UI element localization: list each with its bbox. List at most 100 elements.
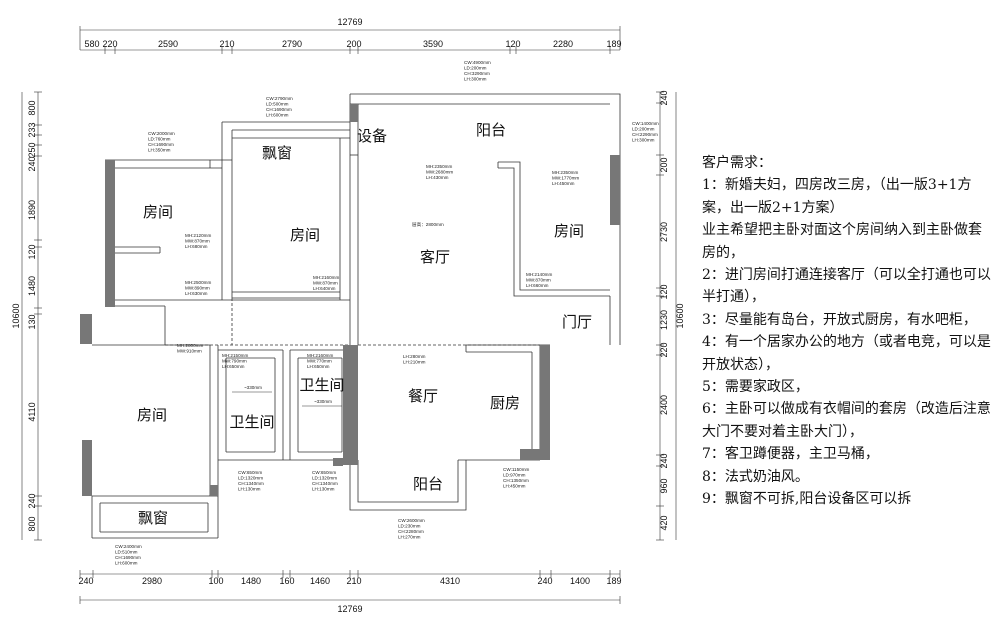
note-ceiling-height: 层高：2800mm <box>412 221 444 228</box>
dim-left-10: 240 <box>27 493 37 508</box>
dim-total-bottom: 12769 <box>337 604 362 614</box>
dim-left-3: 250 <box>27 142 37 157</box>
dim-right-5: 1230 <box>659 310 669 330</box>
dim-top-8: 120 <box>505 39 520 49</box>
requirement-line-8: 7：客卫蹲便器，主卫马桶， <box>702 446 879 463</box>
dim-left-2: 233 <box>27 122 37 137</box>
wall-outlines <box>91 93 621 539</box>
dimension-labels-bottom: 240 2980 100 1480 160 1460 210 4310 240 … <box>78 576 621 614</box>
dim-top-9: 2280 <box>553 39 573 49</box>
dim-right-4: 120 <box>659 284 669 299</box>
room-bedroom-upper-left: 房间 <box>143 204 173 221</box>
dim-left-7: 1480 <box>27 276 37 296</box>
dim-bottom-2: 2980 <box>142 576 162 586</box>
room-equipment: 设备 <box>357 128 387 145</box>
room-bathroom-left: 卫生间 <box>229 414 274 431</box>
room-bedroom-middle: 房间 <box>290 227 320 244</box>
client-requirements: 客户需求： 1：新婚夫妇，四房改三房，（出一版3+1方案，出一版2+1方案） 业… <box>702 152 994 511</box>
dim-bottom-11: 189 <box>606 576 621 586</box>
room-living: 客厅 <box>420 249 450 266</box>
room-balcony-top: 阳台 <box>476 122 506 139</box>
dimension-labels-right: 240 200 2730 120 1230 220 2400 240 960 4… <box>659 90 685 530</box>
note-floor-drop-1: ~330mm <box>244 385 262 390</box>
room-bedroom-right: 房间 <box>554 223 584 240</box>
dim-top-4: 210 <box>219 39 234 49</box>
dim-right-10: 420 <box>659 515 669 530</box>
requirement-line-7: 6：主卧可以做成有衣帽间的套房（改造后注意大门不要对着主卧大门）， <box>702 401 991 440</box>
dim-left-6: 120 <box>27 244 37 259</box>
dim-bottom-9: 240 <box>537 576 552 586</box>
dim-bottom-3: 100 <box>208 576 223 586</box>
dim-left-1: 800 <box>27 100 37 115</box>
dim-left-9: 4110 <box>27 402 37 421</box>
requirement-line-4: 3：尽量能有岛台，开放式厨房，有水吧柜， <box>702 311 977 328</box>
dim-right-7: 2400 <box>659 395 669 415</box>
room-kitchen: 厨房 <box>490 395 520 412</box>
structural-walls <box>80 104 620 496</box>
dim-right-6: 220 <box>659 342 669 357</box>
dim-right-1: 240 <box>659 90 669 105</box>
requirement-line-9: 8：法式奶油风。 <box>702 468 809 485</box>
room-bathroom-middle: 卫生间 <box>299 377 344 394</box>
dim-left-5: 1890 <box>27 200 37 220</box>
requirement-line-2: 业主希望把主卧对面这个房间纳入到主卧做套房的， <box>702 222 982 261</box>
requirements-title: 客户需求： <box>702 155 772 171</box>
dim-bottom-8: 4310 <box>440 576 460 586</box>
dim-bottom-5: 160 <box>279 576 294 586</box>
dim-top-2: 220 <box>102 39 117 49</box>
requirement-line-6: 5：需要家政区， <box>702 379 809 396</box>
dim-total-top: 12769 <box>337 17 362 27</box>
room-labels: 飘窗 房间 房间 客厅 设备 阳台 房间 门厅 房间 卫生间 卫生间 餐厅 厨房… <box>137 122 592 527</box>
room-master-bedroom: 房间 <box>137 407 167 424</box>
dim-right-8: 240 <box>659 453 669 468</box>
note-floor-drop-2: ~330mm <box>314 399 332 404</box>
room-bay-window-top: 飘窗 <box>262 144 292 162</box>
dim-bottom-4: 1480 <box>241 576 261 586</box>
dim-right-2: 200 <box>659 157 669 172</box>
dim-right-9: 960 <box>659 478 669 493</box>
dimension-labels-top: 12769 580 220 2590 210 2790 200 3590 120… <box>84 17 621 49</box>
requirement-line-3: 2：进门房间打通连接客厅（可以全打通也可以半打通）， <box>702 267 991 306</box>
dim-top-10: 189 <box>606 39 621 49</box>
dim-top-6: 200 <box>346 39 361 49</box>
dimension-labels-left: 800 233 250 240 1890 120 1480 130 4110 2… <box>11 100 37 531</box>
dim-left-4: 240 <box>27 156 37 171</box>
dim-right-total: 10600 <box>675 303 685 328</box>
dim-bottom-10: 1400 <box>570 576 590 586</box>
dimension-lines <box>21 26 677 604</box>
drop-lines <box>232 391 342 407</box>
dim-right-3: 2730 <box>659 222 669 242</box>
dim-left-total: 10600 <box>11 303 21 328</box>
room-dining: 餐厅 <box>408 388 438 405</box>
room-bay-window-bottom: 飘窗 <box>138 509 168 527</box>
dim-bottom-6: 1460 <box>310 576 330 586</box>
dim-left-11: 800 <box>27 516 37 531</box>
requirement-line-10: 9：飘窗不可拆,阳台设备区可以拆 <box>702 491 912 508</box>
floor-plan: 12769 580 220 2590 210 2790 200 3590 120… <box>11 17 685 614</box>
dim-top-1: 580 <box>84 39 99 49</box>
dim-top-5: 2790 <box>282 39 302 49</box>
dim-top-7: 3590 <box>423 39 443 49</box>
requirement-line-5: 4：有一个居家办公的地方（或者电竞，可以是开放状态）， <box>702 334 991 373</box>
dim-bottom-7: 210 <box>346 576 361 586</box>
room-balcony-bottom: 阳台 <box>413 476 443 493</box>
requirement-line-1: 1：新婚夫妇，四房改三房，（出一版3+1方案，出一版2+1方案） <box>702 177 972 216</box>
